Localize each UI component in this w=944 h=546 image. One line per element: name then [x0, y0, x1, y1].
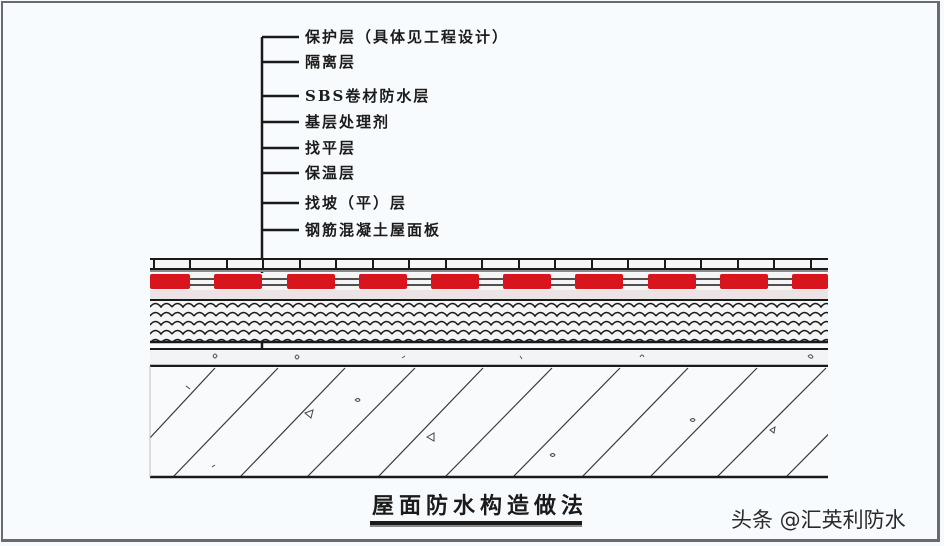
watermark: 头条 @汇英利防水 [731, 508, 906, 532]
protective-layer [150, 258, 828, 271]
label-base-treatment-agent: 基层处理剂 [305, 113, 391, 131]
insulation-layer [150, 301, 828, 342]
title-underline [370, 521, 582, 527]
label-insulation-layer: 保温层 [305, 164, 357, 182]
label-slope-layer: 找坡（平）层 [305, 194, 408, 212]
concrete-slab-layer [150, 367, 828, 477]
slope-layer [150, 350, 828, 366]
sbs-membrane-layer [150, 273, 828, 290]
label-sbs-waterproof-layer: SBS卷材防水层 [305, 87, 431, 105]
label-protective-layer: 保护层（具体见工程设计） [305, 28, 510, 46]
diagram-title: 屋面防水构造做法 [372, 493, 589, 519]
label-concrete-roof-slab: 钢筋混凝土屋面板 [305, 221, 442, 239]
base-treatment-layer [150, 290, 828, 300]
label-leveling-layer: 找平层 [305, 139, 357, 157]
leader-ticks [262, 35, 299, 232]
label-isolation-layer: 隔离层 [305, 53, 357, 71]
